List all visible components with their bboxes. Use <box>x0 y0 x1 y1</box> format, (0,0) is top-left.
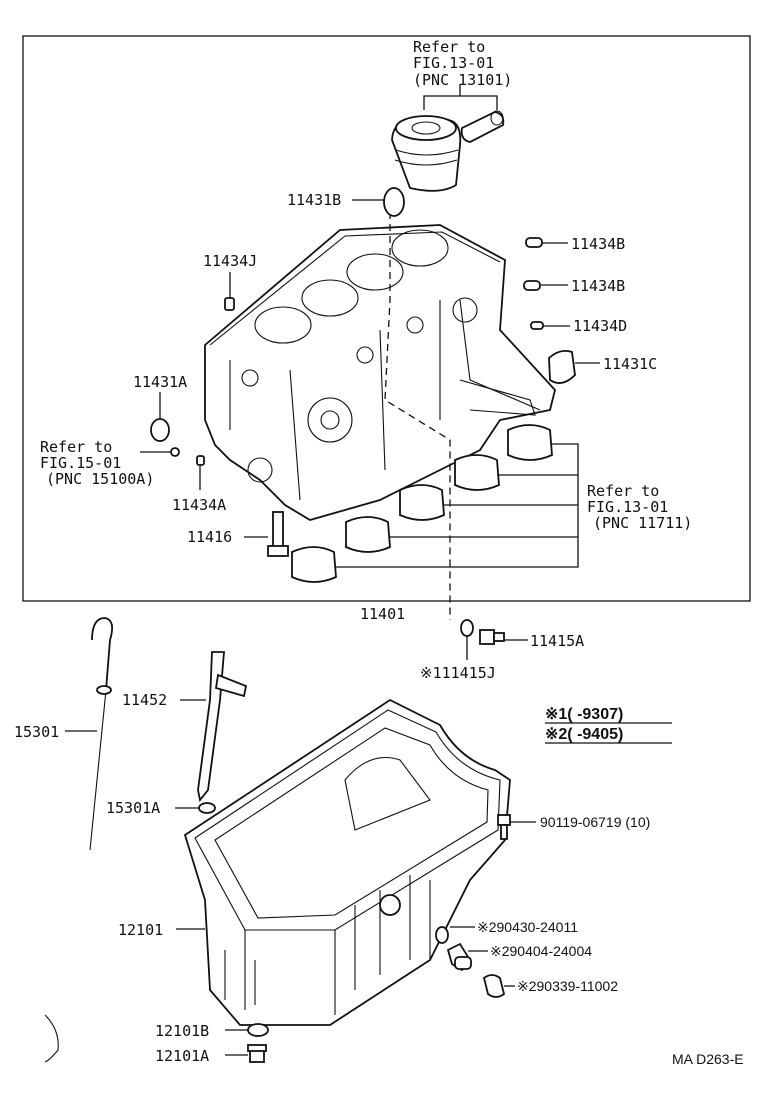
piston-illustration <box>391 110 505 192</box>
label-11434D: 11434D <box>573 317 627 335</box>
plug-11415A <box>479 629 505 645</box>
label-refer-piston-3: (PNC 13101) <box>413 71 512 89</box>
gasket-12101B <box>247 1023 269 1037</box>
label-90119: 90119-06719 (10) <box>540 814 650 830</box>
label-11452: 11452 <box>122 691 167 709</box>
bearing-leader-lines <box>336 443 579 568</box>
label-11434B-upper: 11434B <box>571 235 625 253</box>
cylinder-block-illustration <box>204 224 556 521</box>
pin-11434A <box>196 455 205 466</box>
label-refer-left-2: FIG.15-01 <box>40 454 121 472</box>
label-11401: 11401 <box>360 605 405 623</box>
label-refer-bearing-2: FIG.13-01 <box>587 498 668 516</box>
oil-level-gauge-illustration <box>89 617 114 851</box>
label-refer-left-3: (PNC 15100A) <box>46 470 154 488</box>
dashed-guide-line <box>384 200 451 620</box>
label-11434J: 11434J <box>203 252 257 270</box>
scan-mark <box>44 1014 59 1063</box>
oil-pan-illustration <box>183 698 511 1026</box>
label-11431A: 11431A <box>133 373 187 391</box>
label-290430: ※290430-24011 <box>477 919 578 935</box>
label-11415A: 11415A <box>530 632 584 650</box>
label-refer-left-1: Refer to <box>40 438 112 456</box>
note-2: ※2( -9405) <box>545 726 623 743</box>
pin-11434B-upper <box>525 237 543 248</box>
pin-15100A <box>170 447 180 457</box>
label-11416: 11416 <box>187 528 232 546</box>
label-290404: ※290404-24004 <box>490 943 592 959</box>
note-1: ※1( -9307) <box>545 706 623 723</box>
label-15301: 15301 <box>14 723 59 741</box>
label-11434A: 11434A <box>172 496 226 514</box>
label-12101: 12101 <box>118 921 163 939</box>
pin-11434B-lower <box>523 280 541 291</box>
label-refer-piston-1: Refer to <box>413 38 485 56</box>
main-bearings <box>291 424 553 583</box>
label-refer-piston-2: FIG.13-01 <box>413 54 494 72</box>
piston-bracket-line <box>423 84 498 110</box>
bearing-11431C <box>548 349 576 384</box>
bolt-90119 <box>497 814 511 840</box>
pin-11434J <box>224 297 235 311</box>
label-15301A: 15301A <box>106 799 160 817</box>
plug-12101A <box>247 1044 267 1063</box>
label-12101B: 12101B <box>155 1022 209 1040</box>
union-290404 <box>446 942 472 972</box>
label-11431C: 11431C <box>603 355 657 373</box>
label-11434B-lower: 11434B <box>571 277 625 295</box>
gasket-11415J <box>460 619 474 637</box>
label-12101A: 12101A <box>155 1047 209 1065</box>
diagram-code: MA D263-E <box>672 1051 744 1067</box>
bolt-11416 <box>267 511 289 557</box>
label-refer-bearing-1: Refer to <box>587 482 659 500</box>
block-group-frame <box>22 35 751 602</box>
bearing-11431B <box>383 187 405 217</box>
leader-lines-block <box>140 199 600 538</box>
pin-11434D <box>530 321 544 330</box>
cap-290339 <box>482 974 506 998</box>
label-refer-bearing-3: (PNC 11711) <box>593 514 692 532</box>
label-11415J: ※111415J <box>420 664 496 682</box>
gauge-guide-illustration <box>197 651 248 814</box>
bearing-11431A <box>150 418 170 442</box>
label-11431B: 11431B <box>287 191 341 209</box>
label-290339: ※290339-11002 <box>517 978 618 994</box>
gasket-290430 <box>435 926 449 944</box>
